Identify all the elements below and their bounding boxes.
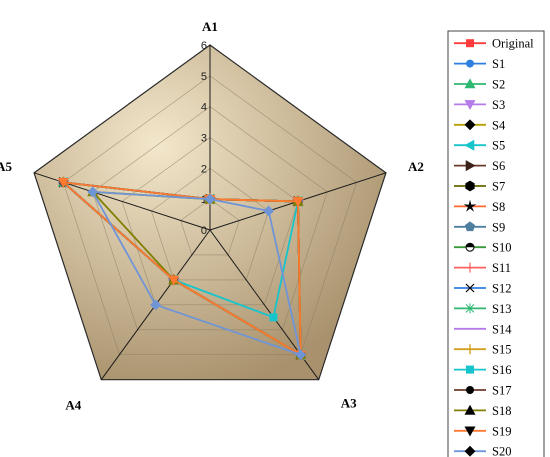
- series-marker: [466, 365, 474, 374]
- series-marker: [465, 160, 476, 172]
- series-s20: [87, 186, 307, 361]
- legend-item-s11: S11: [454, 261, 511, 275]
- legend-label: Original: [492, 37, 534, 51]
- legend-item-original: Original: [454, 37, 534, 51]
- tick-label: 6: [201, 40, 207, 52]
- legend-item-s3: S3: [454, 98, 505, 112]
- axis-label-a1: A1: [202, 19, 218, 34]
- axis-label-a3: A3: [341, 396, 357, 411]
- legend-box: [447, 30, 545, 457]
- series-marker: [295, 349, 307, 361]
- legend-label: S11: [492, 261, 511, 275]
- series-marker: [464, 445, 476, 457]
- legend-item-s15: S15: [454, 343, 511, 357]
- series-marker: [466, 39, 474, 48]
- legend-label: S16: [492, 363, 511, 377]
- series-line: [91, 190, 302, 356]
- legend-item-s1: S1: [454, 57, 505, 71]
- legend-label: S12: [492, 282, 511, 296]
- legend-label: S7: [492, 180, 505, 194]
- series-marker: [87, 186, 99, 198]
- series-marker: [269, 313, 278, 322]
- legend-label: S13: [492, 302, 511, 316]
- series-marker: [465, 283, 475, 293]
- series-marker: [466, 243, 474, 248]
- legend-item-s4: S4: [454, 118, 506, 132]
- legend-label: S10: [492, 241, 511, 255]
- legend-item-s5: S5: [454, 139, 505, 153]
- tick-label: 0: [201, 225, 207, 237]
- legend-label: S14: [492, 322, 512, 336]
- series-marker: [464, 100, 476, 111]
- axis-label-a4: A4: [65, 398, 81, 413]
- tick-label: 3: [201, 133, 207, 145]
- grid-ring: [150, 167, 270, 281]
- legend-label: S6: [492, 159, 505, 173]
- series-marker: [57, 178, 69, 188]
- series-marker: [464, 119, 476, 131]
- axis-label-a5: A5: [0, 159, 12, 174]
- legend-item-s17: S17: [454, 384, 511, 398]
- grid-ring: [180, 198, 240, 256]
- axis-label-a2: A2: [408, 159, 424, 174]
- legend-item-s20: S20: [454, 445, 511, 457]
- legend-label: S15: [492, 343, 511, 357]
- legend-label: S1: [492, 57, 505, 71]
- series-marker: [463, 199, 477, 212]
- legend-item-s12: S12: [454, 282, 511, 296]
- legend-item-s6: S6: [454, 159, 505, 173]
- legend-item-s9: S9: [454, 220, 505, 234]
- legend-item-s13: S13: [454, 302, 511, 316]
- legend-label: S3: [492, 98, 505, 112]
- legend-item-s16: S16: [454, 363, 511, 377]
- legend-label: S4: [492, 118, 506, 132]
- series-marker: [464, 221, 476, 232]
- legend: OriginalS1S2S3S4S5S6S7S8S9S10S11S12S13S1…: [447, 30, 545, 457]
- tick-label: 5: [201, 71, 207, 83]
- legend-label: S9: [492, 220, 505, 234]
- legend-label: S20: [492, 445, 511, 457]
- legend-item-s2: S2: [454, 78, 505, 92]
- series-marker: [204, 193, 216, 205]
- grid-ring: [63, 75, 357, 356]
- series-marker: [263, 205, 275, 217]
- legend-label: S17: [492, 384, 511, 398]
- series-marker: [464, 404, 476, 415]
- series-marker: [466, 386, 474, 394]
- series-marker: [464, 426, 476, 437]
- legend-item-s7: S7: [454, 180, 505, 194]
- legend-item-s14: S14: [454, 322, 512, 336]
- legend-item-s19: S19: [454, 424, 511, 438]
- grid-ring: [92, 106, 328, 331]
- series-line: [62, 181, 302, 356]
- series-marker: [150, 299, 162, 311]
- tick-label: 2: [201, 163, 207, 175]
- series-marker: [168, 275, 180, 286]
- series-marker: [292, 197, 304, 208]
- tick-label: 4: [201, 102, 207, 114]
- tick-label: 1: [201, 194, 207, 206]
- legend-label: S8: [492, 200, 505, 214]
- series-marker: [465, 180, 475, 192]
- legend-label: S18: [492, 404, 511, 418]
- series-marker: [464, 78, 476, 89]
- series-marker: [466, 59, 474, 68]
- legend-label: S19: [492, 424, 511, 438]
- series-marker: [464, 139, 475, 151]
- legend-item-s10: S10: [454, 241, 511, 255]
- legend-item-s8: S8: [454, 199, 505, 214]
- legend-label: S5: [492, 139, 505, 153]
- legend-item-s18: S18: [454, 404, 511, 418]
- legend-label: S2: [492, 78, 505, 92]
